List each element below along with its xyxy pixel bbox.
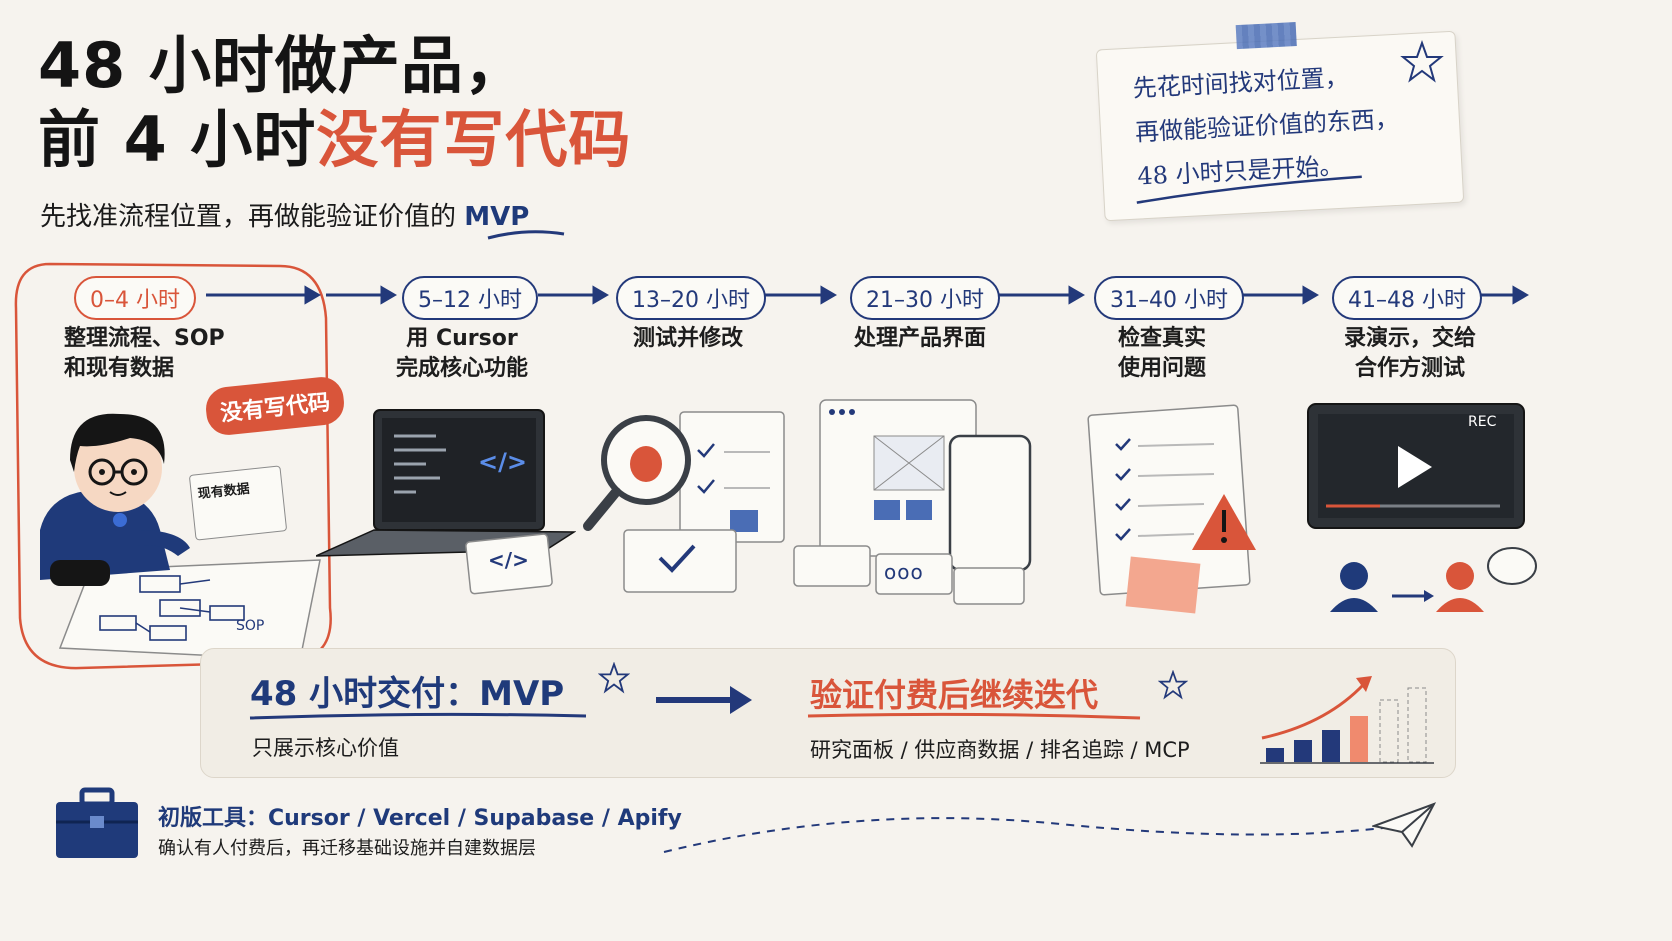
phase1-line2: 和现有数据 bbox=[64, 356, 175, 381]
phase-pill-3: 13–20 小时 bbox=[616, 276, 766, 320]
phase5-line2: 使用问题 bbox=[1117, 356, 1206, 381]
phase6-line1: 录演示，交给 bbox=[1343, 326, 1476, 351]
phase-desc-2: 用 Cursor 完成核心功能 bbox=[382, 324, 542, 384]
person-figure bbox=[40, 413, 190, 586]
title-highlight: 没有写代码 bbox=[316, 103, 632, 176]
paper-plane-icon bbox=[1372, 802, 1437, 848]
toolbox-icon bbox=[56, 787, 138, 858]
iterate-sub: 研究面板 / 供应商数据 / 排名追踪 / MCP bbox=[810, 738, 1190, 762]
code-card-icon: </> bbox=[488, 548, 529, 572]
phase2-line2: 完成核心功能 bbox=[395, 356, 528, 381]
sop-label: SOP bbox=[236, 618, 265, 634]
dashed-flight-path bbox=[663, 817, 1401, 853]
phase4-line1: 处理产品界面 bbox=[853, 326, 986, 351]
existing-data-doc: 现有数据 bbox=[188, 465, 288, 541]
mvp-sub: 只展示核心价值 bbox=[252, 736, 399, 760]
star-icon bbox=[1400, 40, 1444, 83]
mvp-title: 48 小时交付：MVP bbox=[250, 674, 565, 714]
phase-desc-3: 测试并修改 bbox=[608, 324, 768, 354]
star-icon bbox=[598, 662, 630, 694]
laptop-illustration bbox=[316, 409, 576, 595]
phase3-line1: 测试并修改 bbox=[632, 326, 743, 351]
phase-pill-4: 21–30 小时 bbox=[850, 276, 1000, 320]
phase1-line1: 整理流程、SOP bbox=[64, 326, 225, 351]
mvp-underline bbox=[249, 712, 587, 720]
ui-design-illustration bbox=[793, 399, 1032, 605]
title-prefix: 前 4 小时 bbox=[38, 103, 317, 176]
tools-sub: 确认有人付费后，再迁移基础设施并自建数据层 bbox=[158, 838, 536, 859]
timeline-arrows bbox=[206, 285, 1529, 305]
iterate-underline bbox=[807, 712, 1141, 720]
phase-desc-1: 整理流程、SOP 和现有数据 bbox=[64, 324, 225, 384]
phase-pill-1: 0–4 小时 bbox=[74, 276, 196, 320]
dots-icon: ooo bbox=[884, 560, 924, 584]
growth-chart-icon bbox=[1260, 676, 1434, 764]
subtitle-prefix: 先找准流程位置，再做能验证价值的 bbox=[40, 202, 465, 232]
subtitle-underline bbox=[487, 230, 565, 240]
tape bbox=[1235, 22, 1297, 50]
outcome-card bbox=[200, 648, 1456, 778]
phase6-line2: 合作方测试 bbox=[1354, 356, 1465, 381]
phase-pill-5: 31–40 小时 bbox=[1094, 276, 1244, 320]
page-subtitle: 先找准流程位置，再做能验证价值的 MVP bbox=[40, 196, 529, 233]
sticky-note: 先花时间找对位置， 再做能验证价值的东西， 48 小时只是开始。 bbox=[1095, 22, 1465, 222]
star-icon bbox=[1158, 670, 1188, 700]
testing-illustration bbox=[583, 411, 785, 593]
phase-pill-2: 5–12 小时 bbox=[402, 276, 538, 320]
code-icon: </> bbox=[478, 448, 527, 476]
demo-illustration bbox=[1307, 403, 1537, 612]
subtitle-highlight: MVP bbox=[464, 202, 530, 232]
note-underline bbox=[1136, 175, 1362, 204]
phase-desc-5: 检查真实 使用问题 bbox=[1082, 324, 1242, 384]
arrow-right-icon bbox=[656, 686, 752, 714]
rec-label: REC bbox=[1468, 414, 1497, 430]
page-title-line1: 48 小时做产品， bbox=[38, 29, 527, 102]
tools-title: 初版工具：Cursor / Vercel / Supabase / Apify bbox=[158, 806, 682, 831]
page-title-line2: 前 4 小时没有写代码 bbox=[38, 104, 631, 175]
checklist-illustration bbox=[1087, 404, 1256, 614]
iterate-title: 验证付费后继续迭代 bbox=[810, 676, 1099, 714]
phase-desc-4: 处理产品界面 bbox=[840, 324, 1000, 354]
developer-illustration bbox=[40, 413, 321, 661]
phase-pill-6: 41–48 小时 bbox=[1332, 276, 1482, 320]
phase5-line1: 检查真实 bbox=[1117, 326, 1206, 351]
phase2-line1: 用 Cursor bbox=[406, 326, 518, 351]
phase-desc-6: 录演示，交给 合作方测试 bbox=[1330, 324, 1490, 384]
